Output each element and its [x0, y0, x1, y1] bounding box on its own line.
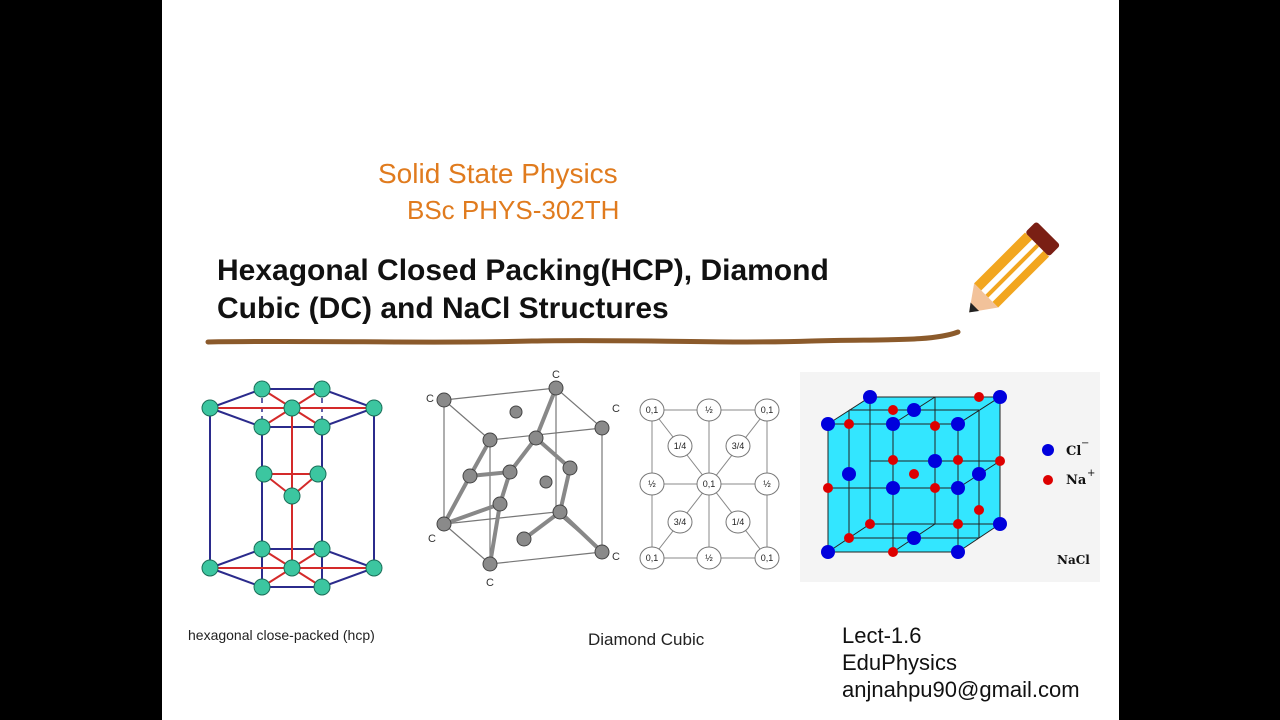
- na-ion: [974, 392, 984, 402]
- nacl-label: NaCl: [1057, 553, 1090, 567]
- cl-ion: [842, 467, 856, 481]
- cl-ion: [886, 481, 900, 495]
- dc-atom-label: C: [612, 403, 620, 415]
- cl-ion: [821, 417, 835, 431]
- channel-name: EduPhysics: [842, 650, 957, 675]
- grid-node-label: ½: [705, 553, 713, 563]
- diamond-caption: Diamond Cubic: [588, 630, 705, 649]
- na-ion: [930, 483, 940, 493]
- lecture-info: Lect-1.6 EduPhysics anjnahpu90@gmail.com: [842, 622, 1080, 703]
- title-underline: [205, 329, 961, 345]
- grid-node: [696, 472, 722, 496]
- hcp-caption: hexagonal close-packed (hcp): [188, 627, 375, 643]
- grid-node: [696, 398, 722, 422]
- dc-atom-label: C: [426, 393, 434, 405]
- na-ion: [888, 455, 898, 465]
- na-ion: [888, 547, 898, 557]
- dc-atom-label: C: [428, 533, 436, 545]
- cl-ion: [951, 545, 965, 559]
- na-ion: [953, 455, 963, 465]
- hcp-structure-diagram: [201, 380, 383, 596]
- diamond-projection-grid: 0,1 ½ 0,1 1/4 3/4 ½ 0,1 ½ 3/4 1/4 0,1 ½ 0,1: [639, 398, 780, 570]
- title-line-2: Cubic (DC) and NaCl Structures: [217, 292, 669, 325]
- na-ion: [844, 419, 854, 429]
- legend-na-charge: +: [1087, 468, 1095, 479]
- grid-node: [754, 546, 780, 570]
- grid-node: [639, 546, 665, 570]
- lecture-title: Hexagonal Closed Packing(HCP), Diamond C…: [217, 252, 937, 328]
- dc-atom-label: C: [552, 369, 560, 381]
- grid-node-label: 0,1: [761, 553, 774, 563]
- contact-email: anjnahpu90@gmail.com: [842, 677, 1080, 702]
- legend-na-dot: [1043, 475, 1053, 485]
- cl-ion: [821, 545, 835, 559]
- na-ion: [953, 519, 963, 529]
- grid-node-label: 1/4: [674, 441, 687, 451]
- dc-atom-label: C: [486, 577, 494, 589]
- pencil-icon: [969, 222, 1060, 313]
- lecture-number: Lect-1.6: [842, 623, 922, 648]
- cl-ion: [951, 481, 965, 495]
- grid-node: [667, 510, 693, 534]
- grid-node-label: 0,1: [646, 553, 659, 563]
- grid-node-label: 1/4: [732, 517, 745, 527]
- na-ion: [995, 456, 1005, 466]
- na-ion: [844, 533, 854, 543]
- grid-node: [639, 398, 665, 422]
- grid-node: [725, 510, 751, 534]
- legend-cl-dot: [1042, 444, 1054, 456]
- title-line-1: Hexagonal Closed Packing(HCP), Diamond: [217, 254, 829, 287]
- cl-ion: [993, 517, 1007, 531]
- na-ion: [930, 421, 940, 431]
- cl-ion: [863, 390, 877, 404]
- cl-ion: [928, 454, 942, 468]
- grid-node: [667, 434, 693, 458]
- cl-ion: [951, 417, 965, 431]
- legend-na-label: Na: [1066, 473, 1087, 488]
- subject-title: Solid State Physics: [378, 158, 618, 189]
- cl-ion: [993, 390, 1007, 404]
- na-ion: [823, 483, 833, 493]
- na-ion: [888, 405, 898, 415]
- grid-node: [696, 546, 722, 570]
- cl-ion: [907, 403, 921, 417]
- cl-ion: [886, 417, 900, 431]
- dc-atom-label: C: [612, 551, 620, 563]
- grid-node-label: ½: [648, 479, 656, 489]
- grid-node-label: 0,1: [703, 479, 716, 489]
- cl-ion: [907, 531, 921, 545]
- na-ion: [865, 519, 875, 529]
- grid-node: [754, 398, 780, 422]
- legend-cl-charge: −: [1081, 438, 1089, 449]
- na-ion: [909, 469, 919, 479]
- course-code: BSc PHYS-302TH: [407, 195, 620, 225]
- grid-node-label: 0,1: [761, 405, 774, 415]
- grid-node-label: 3/4: [674, 517, 687, 527]
- grid-node-label: ½: [705, 405, 713, 415]
- cl-ion: [972, 467, 986, 481]
- slide: Solid State Physics BSc PHYS-302TH Hexag…: [162, 0, 1119, 720]
- grid-node-label: ½: [763, 479, 771, 489]
- grid-node-label: 3/4: [732, 441, 745, 451]
- grid-node-label: 0,1: [646, 405, 659, 415]
- grid-node: [725, 434, 751, 458]
- grid-node: [754, 472, 780, 496]
- diamond-cubic-diagram: C C C C C C: [426, 369, 620, 589]
- na-ion: [974, 505, 984, 515]
- legend-cl-label: Cl: [1066, 444, 1081, 459]
- grid-node: [639, 472, 665, 496]
- nacl-structure-diagram: Cl − Na + NaCl: [800, 372, 1100, 582]
